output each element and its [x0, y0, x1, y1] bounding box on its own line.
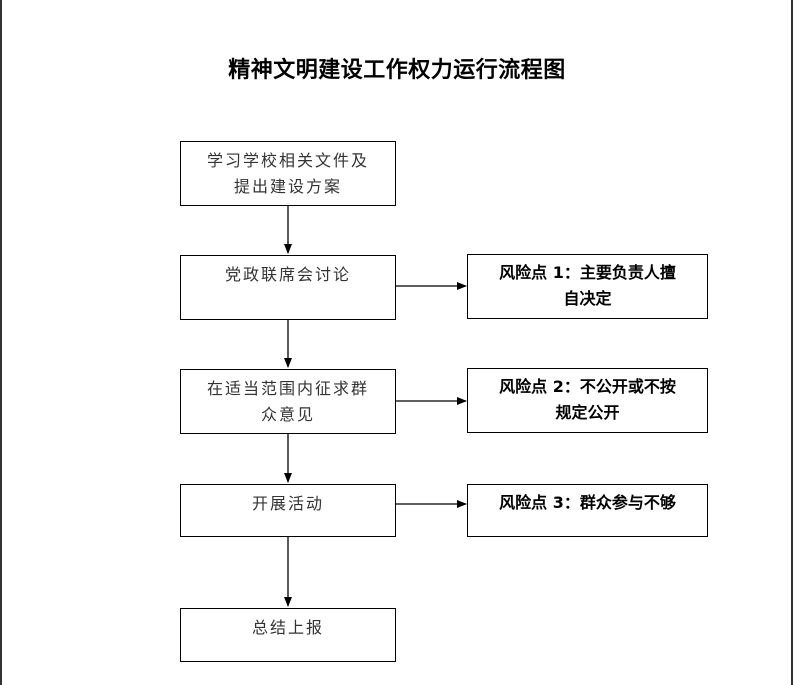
step-study-documents: 学习学校相关文件及 提出建设方案	[180, 141, 396, 206]
step-4-label: 开展活动	[251, 494, 324, 513]
step-5-label: 总结上报	[251, 618, 324, 637]
step-2-label: 党政联席会讨论	[224, 265, 351, 284]
risk-point-1: 风险点 1：主要负责人擅 自决定	[467, 254, 708, 319]
step-solicit-opinions: 在适当范围内征求群 众意见	[180, 369, 396, 434]
risk-point-3: 风险点 3：群众参与不够	[467, 484, 708, 537]
risk-3-label: 风险点 3：群众参与不够	[499, 493, 676, 512]
step-3-line-1: 在适当范围内征求群	[206, 379, 369, 398]
risk-1-line-2: 自决定	[563, 289, 612, 308]
page-border-left	[0, 0, 2, 685]
diagram-title: 精神文明建设工作权力运行流程图	[228, 58, 566, 83]
page-border-right	[791, 0, 793, 685]
step-1-line-2: 提出建设方案	[233, 177, 342, 196]
step-1-line-1: 学习学校相关文件及	[206, 151, 369, 170]
risk-2-line-2: 规定公开	[555, 403, 620, 422]
risk-point-2: 风险点 2：不公开或不按 规定公开	[467, 368, 708, 433]
step-summary-report: 总结上报	[180, 608, 396, 662]
step-carry-out-activities: 开展活动	[180, 484, 396, 537]
risk-1-line-1: 风险点 1：主要负责人擅	[499, 263, 676, 282]
risk-2-line-1: 风险点 2：不公开或不按	[499, 377, 676, 396]
step-3-line-2: 众意见	[260, 405, 315, 424]
step-joint-meeting: 党政联席会讨论	[180, 255, 396, 320]
